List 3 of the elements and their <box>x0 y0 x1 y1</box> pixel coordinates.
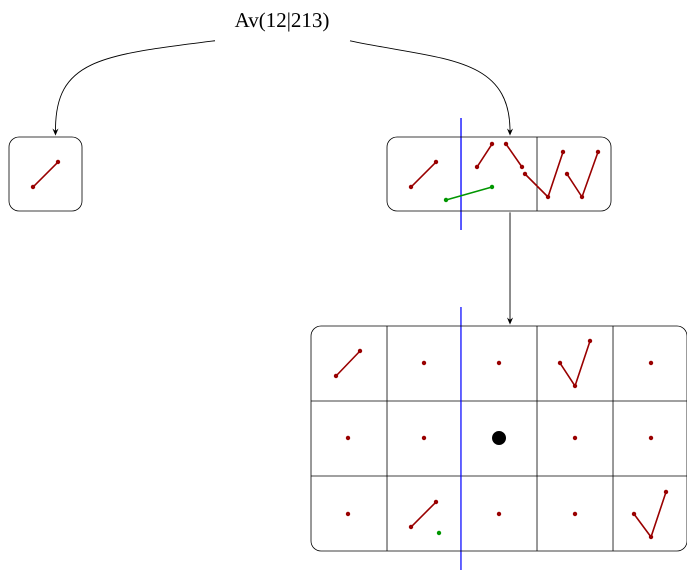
rounded-box <box>8 136 82 212</box>
title-text: Av(12|213) <box>234 12 328 32</box>
rounded-box <box>386 136 612 212</box>
